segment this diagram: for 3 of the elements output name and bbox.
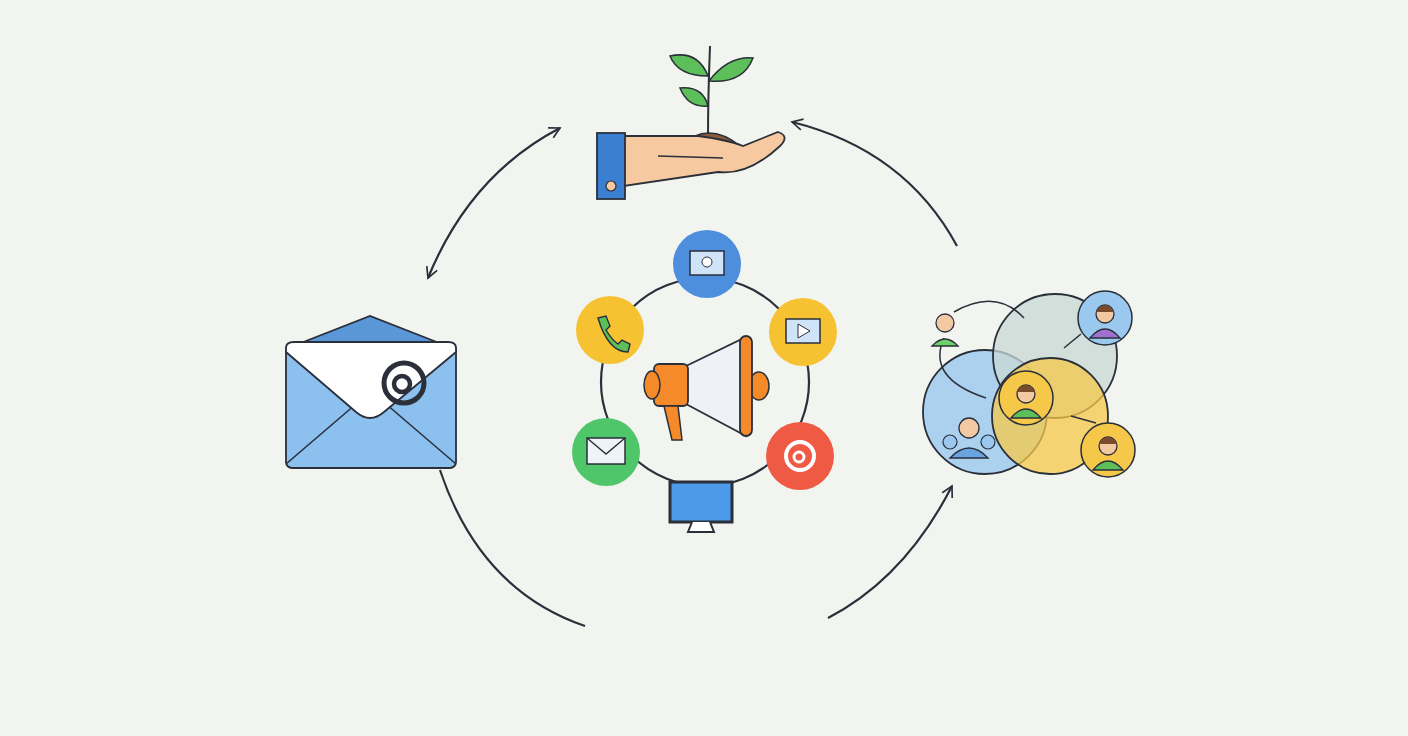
- curved-arrow: [791, 118, 958, 247]
- curved-arrow: [827, 485, 953, 619]
- curved-arrow: [426, 127, 561, 279]
